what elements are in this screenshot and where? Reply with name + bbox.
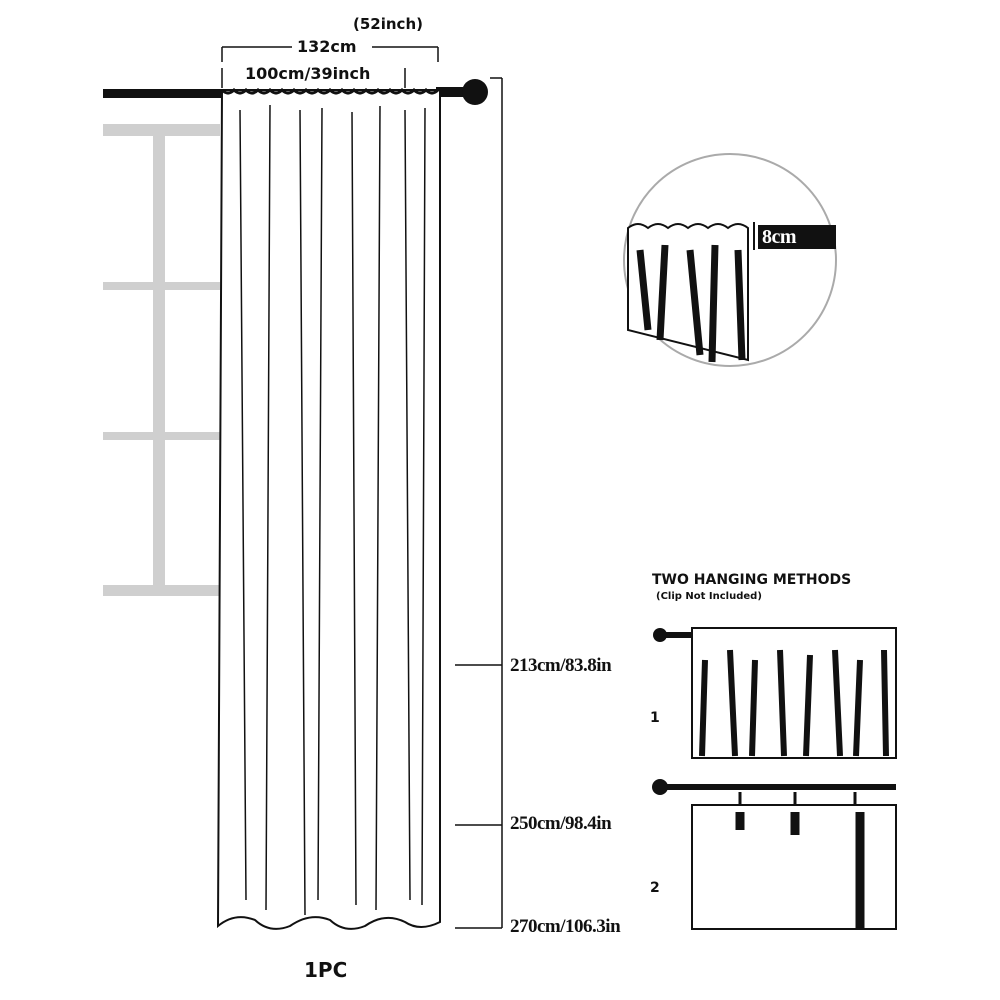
method-2-number: 2 <box>650 880 660 896</box>
panel-width-label: 100cm/39inch <box>245 64 371 83</box>
hanging-methods-title: TWO HANGING METHODS <box>652 572 852 588</box>
width-dimension-lines <box>221 46 439 88</box>
hanging-methods-subtitle: (Clip Not Included) <box>656 591 762 602</box>
method-1-number: 1 <box>650 710 660 726</box>
header-height-label: 8cm <box>762 226 797 248</box>
width-inch-label: (52inch) <box>353 15 423 33</box>
quantity-label: 1PC <box>304 958 348 982</box>
curtain-rod <box>103 79 488 105</box>
length-label-250: 250cm/98.4in <box>510 813 612 834</box>
header-detail-magnifier <box>623 153 837 367</box>
width-cm-label: 132cm <box>297 37 357 56</box>
length-dimension-lines <box>455 77 503 929</box>
window-illustration <box>103 124 220 596</box>
hanging-method-1-illustration <box>653 627 897 759</box>
hanging-method-2-illustration <box>652 779 897 930</box>
length-label-270: 270cm/106.3in <box>510 916 621 937</box>
length-label-213: 213cm/83.8in <box>510 655 612 676</box>
curtain-panel <box>216 87 441 930</box>
